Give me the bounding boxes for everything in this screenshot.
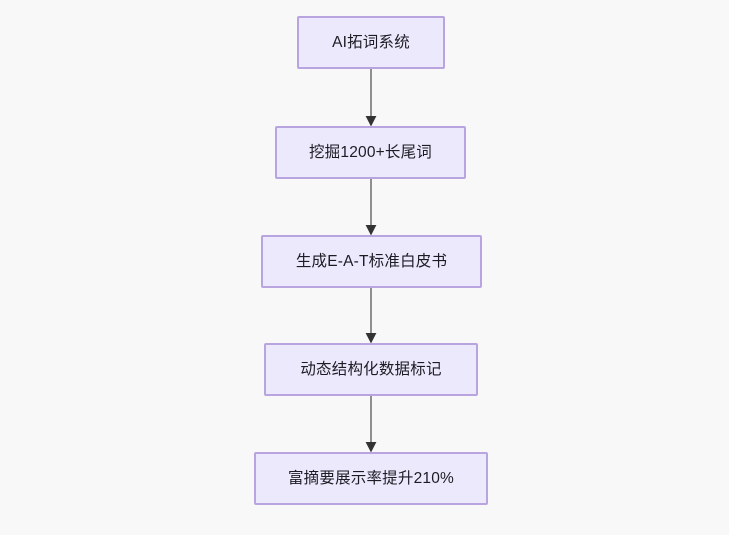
- connector-node4-to-node5: [365, 396, 377, 453]
- flowchart-node-ai-keyword-system[interactable]: AI拓词系统: [297, 16, 445, 69]
- flowchart-node-rich-snippet-impression-lift[interactable]: 富摘要展示率提升210%: [254, 452, 488, 505]
- flowchart-node-label: 动态结构化数据标记: [300, 360, 442, 378]
- connector-node1-to-node2: [365, 69, 377, 127]
- flowchart-node-generate-eat-whitepaper[interactable]: 生成E-A-T标准白皮书: [261, 235, 482, 288]
- flowchart-node-label: 挖掘1200+长尾词: [308, 143, 433, 161]
- flowchart-node-mine-longtail-keywords[interactable]: 挖掘1200+长尾词: [275, 126, 466, 179]
- flowchart-node-label: 生成E-A-T标准白皮书: [295, 252, 448, 270]
- flowchart-node-dynamic-structured-data-markup[interactable]: 动态结构化数据标记: [264, 343, 478, 396]
- connector-node2-to-node3: [365, 179, 377, 236]
- flowchart-node-label: 富摘要展示率提升210%: [287, 469, 455, 487]
- flowchart-node-label: AI拓词系统: [332, 33, 410, 51]
- connector-node3-to-node4: [365, 288, 377, 344]
